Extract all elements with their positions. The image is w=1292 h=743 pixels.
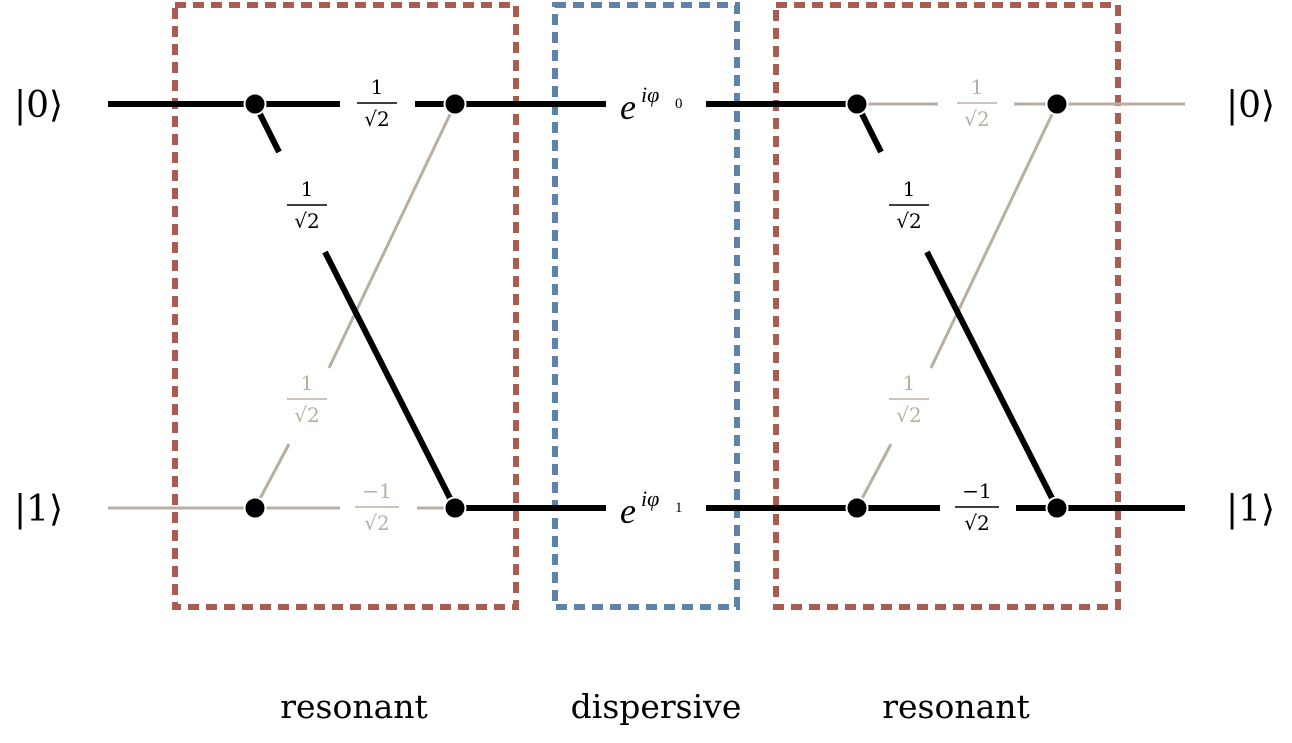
phase-exponent: iφ <box>641 82 659 107</box>
black-diag-right-lower <box>924 250 1060 510</box>
amp-top-right-grey: 1 √2 <box>957 75 997 131</box>
grey-diag-left-upper <box>327 103 457 369</box>
amp-denominator: √2 <box>896 403 921 427</box>
amp-numerator: −1 <box>362 479 391 503</box>
node-right-bottom <box>845 496 869 520</box>
resonant-box-right <box>773 2 1121 610</box>
ket-right-bottom: |1⟩ <box>1226 489 1275 530</box>
phase-subscript: 0 <box>675 96 683 112</box>
amp-diag-left: 1 √2 <box>287 177 327 233</box>
amp-denominator: √2 <box>364 511 389 535</box>
phase-base: e <box>620 491 636 531</box>
active-paths <box>108 101 1185 511</box>
amp-diag-right-grey: 1 √2 <box>889 371 929 427</box>
inactive-paths <box>108 102 1185 510</box>
amp-top-left: 1 √2 <box>357 75 397 131</box>
ket-left-bottom: |1⟩ <box>14 489 63 530</box>
black-diag-left-lower <box>322 250 458 510</box>
amp-numerator: 1 <box>371 75 384 99</box>
amp-denominator: √2 <box>964 107 989 131</box>
phase-bottom: e iφ 1 <box>620 486 683 531</box>
amp-numerator: 1 <box>301 371 314 395</box>
node-left2-bottom <box>443 496 467 520</box>
amp-denominator: √2 <box>294 209 319 233</box>
amp-diag-left-grey: 1 √2 <box>287 371 327 427</box>
amp-numerator: 1 <box>301 177 314 201</box>
dispersive-box <box>552 2 740 610</box>
phase-top: e iφ 0 <box>620 82 683 127</box>
grey-diag-left-lower <box>253 443 291 509</box>
node-left2-top <box>443 92 467 116</box>
amp-numerator: 1 <box>903 371 916 395</box>
node-left-top <box>243 92 267 116</box>
amp-bottom-left-grey: −1 √2 <box>355 479 399 535</box>
node-right-top <box>845 92 869 116</box>
amp-numerator: −1 <box>962 479 991 503</box>
amp-numerator: 1 <box>903 177 916 201</box>
ket-left-top: |0⟩ <box>14 85 63 126</box>
node-left-bottom <box>243 496 267 520</box>
amp-numerator: 1 <box>971 75 984 99</box>
amp-denominator: √2 <box>964 511 989 535</box>
label-resonant-left: resonant <box>280 687 428 726</box>
node-right2-bottom <box>1045 496 1069 520</box>
amp-bottom-right: −1 √2 <box>955 479 999 535</box>
phase-base: e <box>620 87 636 127</box>
resonant-box-left <box>172 2 519 610</box>
phase-subscript: 1 <box>675 500 683 516</box>
amp-diag-right: 1 √2 <box>889 177 929 233</box>
grey-diag-right-lower <box>855 443 893 509</box>
amp-denominator: √2 <box>294 403 319 427</box>
label-dispersive: dispersive <box>571 687 742 726</box>
label-resonant-right: resonant <box>882 687 1030 726</box>
amp-denominator: √2 <box>896 209 921 233</box>
amp-denominator: √2 <box>364 107 389 131</box>
phase-exponent: iφ <box>641 486 659 511</box>
ket-right-top: |0⟩ <box>1226 85 1275 126</box>
node-right2-top <box>1045 92 1069 116</box>
grey-diag-right-upper <box>929 103 1059 369</box>
nodes <box>243 92 1069 520</box>
